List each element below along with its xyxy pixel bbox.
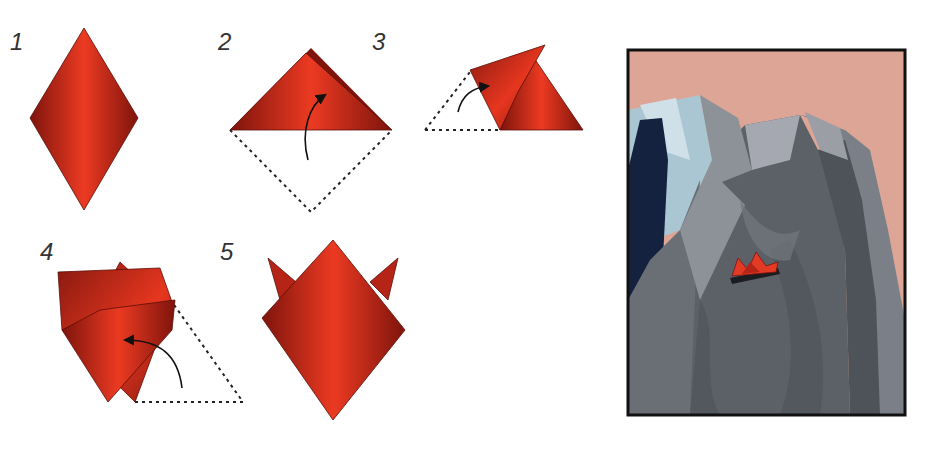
step-number: 4 bbox=[40, 240, 53, 264]
step-two-fold bbox=[230, 48, 392, 212]
step-number: 5 bbox=[220, 240, 233, 264]
step-three-fold bbox=[425, 45, 583, 130]
suit-illustration bbox=[628, 50, 905, 415]
step-number: 3 bbox=[372, 30, 385, 54]
step-number: 2 bbox=[218, 30, 231, 54]
finished-fold bbox=[262, 240, 405, 420]
step-number: 1 bbox=[10, 30, 23, 54]
square-cloth bbox=[30, 28, 138, 210]
step-four-fold bbox=[58, 262, 243, 402]
